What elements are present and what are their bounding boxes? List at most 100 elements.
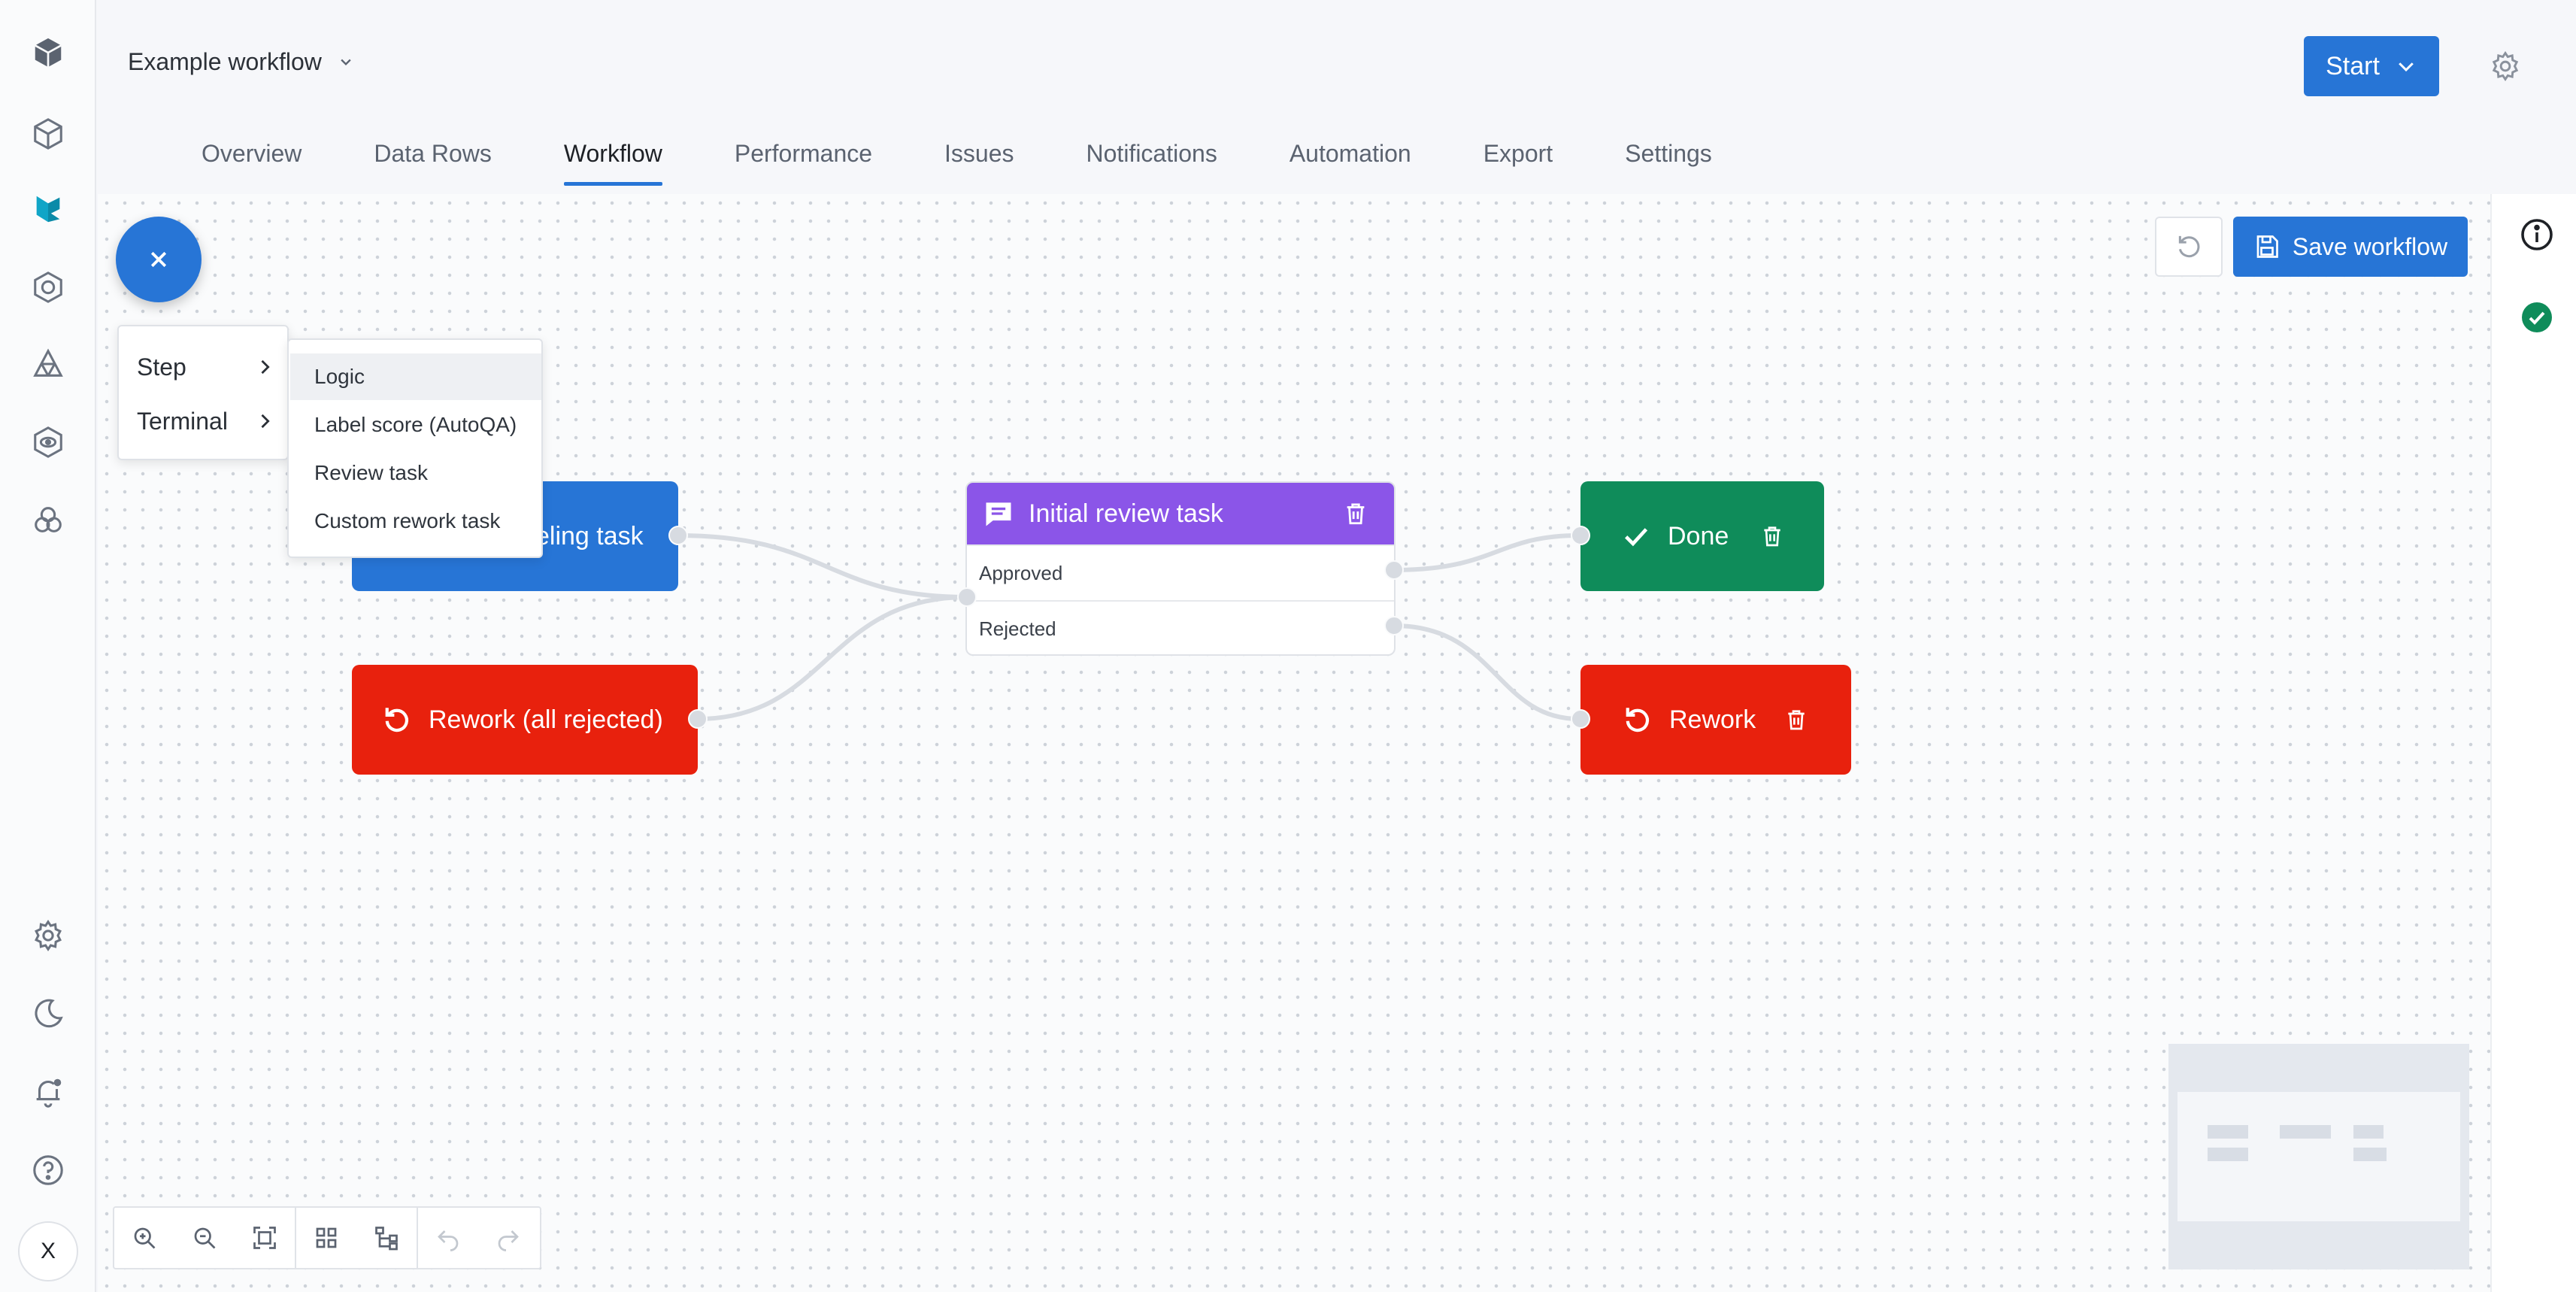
labeling-task-label: eling task	[535, 521, 644, 550]
minimap-node	[2208, 1125, 2248, 1139]
tab-notifications[interactable]: Notifications	[1086, 140, 1217, 167]
submenu-item-label-score[interactable]: Label score (AutoQA)	[314, 413, 517, 436]
review-output-approved: Approved	[967, 544, 1394, 600]
fit-view-button[interactable]	[235, 1208, 295, 1268]
chevron-down-icon	[341, 59, 351, 65]
auto-layout-button[interactable]	[356, 1208, 417, 1268]
done-label: Done	[1668, 521, 1729, 550]
tree-layout-icon	[375, 1227, 398, 1251]
left-rail: X	[0, 0, 96, 1292]
submenu-item-custom-rework[interactable]: Custom rework task	[314, 509, 501, 532]
bell-icon[interactable]	[24, 1068, 72, 1116]
undo-icon	[438, 1230, 459, 1251]
tab-settings[interactable]: Settings	[1625, 140, 1712, 167]
chevron-right-icon	[261, 414, 270, 429]
grid-button[interactable]	[296, 1208, 356, 1268]
logo-icon[interactable]	[24, 29, 72, 77]
toolbar-divider	[295, 1208, 296, 1268]
chevron-right-icon	[261, 359, 270, 375]
tab-bar: Overview Data Rows Workflow Performance …	[165, 140, 1748, 186]
tab-automation[interactable]: Automation	[1289, 140, 1411, 167]
help-icon[interactable]	[24, 1146, 72, 1194]
review-output-rejected: Rejected	[967, 600, 1394, 654]
gear-icon[interactable]	[2489, 50, 2522, 83]
status-ok-icon	[2522, 302, 2552, 332]
reset-button[interactable]	[2155, 217, 2223, 277]
reset-icon	[2178, 235, 2200, 258]
info-icon[interactable]	[2519, 217, 2555, 253]
trash-icon[interactable]	[1343, 501, 1368, 526]
ontology-icon[interactable]	[24, 340, 72, 388]
right-panel	[2490, 194, 2576, 1292]
tab-workflow[interactable]: Workflow	[528, 140, 699, 186]
add-node-button[interactable]	[116, 217, 202, 302]
tab-issues[interactable]: Issues	[944, 140, 1014, 167]
minimap-node	[2280, 1125, 2331, 1139]
submenu-item-review-task[interactable]: Review task	[314, 461, 428, 484]
labeling-output-port[interactable]	[668, 526, 688, 545]
save-workflow-label: Save workflow	[2292, 232, 2448, 260]
zoom-out-icon	[194, 1227, 216, 1249]
moon-icon[interactable]	[24, 990, 72, 1038]
rework-icon	[385, 708, 409, 732]
menu-item-terminal[interactable]: Terminal	[119, 394, 290, 448]
zoom-in-button[interactable]	[114, 1208, 174, 1268]
tab-performance[interactable]: Performance	[734, 140, 873, 167]
integrations-icon[interactable]	[24, 496, 72, 544]
review-node-header: Initial review task	[967, 483, 1394, 544]
save-workflow-button[interactable]: Save workflow	[2233, 217, 2468, 277]
rework-all-output-port[interactable]	[688, 709, 708, 729]
rework-all-rejected-label: Rework (all rejected)	[429, 705, 663, 734]
minimap-node	[2208, 1148, 2248, 1161]
tab-export[interactable]: Export	[1483, 140, 1553, 167]
fit-view-icon	[253, 1227, 276, 1249]
tab-overview[interactable]: Overview	[202, 140, 302, 167]
model-icon[interactable]	[24, 263, 72, 311]
step-submenu: Logic Label score (AutoQA) Review task C…	[287, 338, 543, 558]
top-bar: Example workflow Start Overview Data Row…	[98, 0, 2576, 194]
zoom-in-icon	[134, 1227, 156, 1249]
user-avatar[interactable]: X	[18, 1221, 78, 1281]
rework-icon	[1626, 708, 1650, 732]
canvas-toolbar	[113, 1206, 541, 1269]
rework-node[interactable]: Rework	[1580, 665, 1851, 775]
close-icon	[150, 251, 167, 268]
grid-icon	[316, 1227, 337, 1248]
redo-button[interactable]	[478, 1208, 538, 1268]
minimap[interactable]	[2168, 1044, 2469, 1269]
check-icon	[1625, 528, 1648, 547]
start-button[interactable]: Start	[2304, 36, 2439, 96]
done-input-port[interactable]	[1571, 526, 1590, 545]
approved-output-port[interactable]	[1384, 560, 1404, 580]
start-button-label: Start	[2326, 51, 2380, 80]
review-icon[interactable]	[24, 418, 72, 466]
minimap-node	[2353, 1148, 2387, 1161]
rejected-output-port[interactable]	[1384, 616, 1404, 635]
toolbar-divider	[417, 1208, 418, 1268]
done-node[interactable]: Done	[1580, 481, 1824, 591]
rework-input-port[interactable]	[1571, 709, 1590, 729]
menu-item-step[interactable]: Step	[119, 340, 290, 394]
workflow-selector[interactable]: Example workflow	[128, 48, 356, 76]
floppy-icon	[2256, 235, 2278, 258]
review-input-port[interactable]	[957, 587, 977, 607]
tab-data-rows[interactable]: Data Rows	[374, 140, 492, 167]
add-node-menu: Step Terminal	[117, 325, 289, 460]
trash-icon[interactable]	[1784, 708, 1808, 732]
annotate-icon[interactable]	[24, 185, 72, 233]
submenu-item-logic[interactable]: Logic	[290, 353, 541, 400]
minimap-node	[2353, 1125, 2384, 1139]
rework-label: Rework	[1669, 705, 1756, 734]
review-node-title: Initial review task	[1029, 499, 1223, 528]
zoom-out-button[interactable]	[174, 1208, 235, 1268]
catalog-icon[interactable]	[24, 110, 72, 158]
rework-all-rejected-node[interactable]: Rework (all rejected)	[352, 665, 698, 775]
redo-icon	[498, 1230, 519, 1251]
trash-icon[interactable]	[1760, 524, 1784, 548]
settings-icon[interactable]	[24, 911, 72, 960]
comment-icon	[986, 502, 1011, 526]
initial-review-node[interactable]: Initial review task Approved Rejected	[965, 481, 1396, 656]
undo-button[interactable]	[418, 1208, 478, 1268]
workflow-name: Example workflow	[128, 48, 322, 75]
chevron-down-icon	[2399, 62, 2414, 72]
